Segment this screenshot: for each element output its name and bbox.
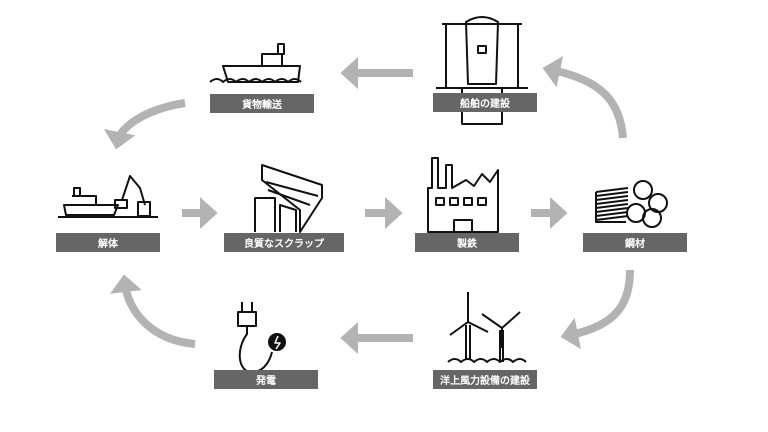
arrow-steel-to-ship — [542, 55, 627, 139]
node-label-wind: 洋上風力設備の建設 — [433, 370, 537, 389]
dismantling-icon — [58, 175, 158, 218]
node-label-steel: 鋼材 — [583, 233, 687, 252]
factory-icon — [427, 157, 499, 233]
node-label-shipbuilding: 船舶の建設 — [433, 93, 537, 112]
power-plug-icon — [237, 302, 286, 374]
wind-turbine-icon — [447, 292, 527, 363]
steel-materials-icon — [595, 180, 668, 228]
node-label-cargo: 貨物輸送 — [210, 94, 314, 113]
cargo-ship-icon — [209, 43, 302, 83]
arrow-steel-to-wind — [560, 269, 634, 350]
scrap-steel-icon — [254, 164, 323, 233]
node-label-steelmaking: 製鉄 — [415, 233, 519, 252]
arrow-cargo-to-dismantle — [103, 99, 186, 150]
arrow-power-to-dismantle — [110, 274, 196, 348]
node-label-power: 発電 — [214, 370, 318, 389]
node-label-scrap: 良質なスクラップ — [224, 233, 344, 252]
node-label-dismantling: 解体 — [56, 233, 160, 252]
